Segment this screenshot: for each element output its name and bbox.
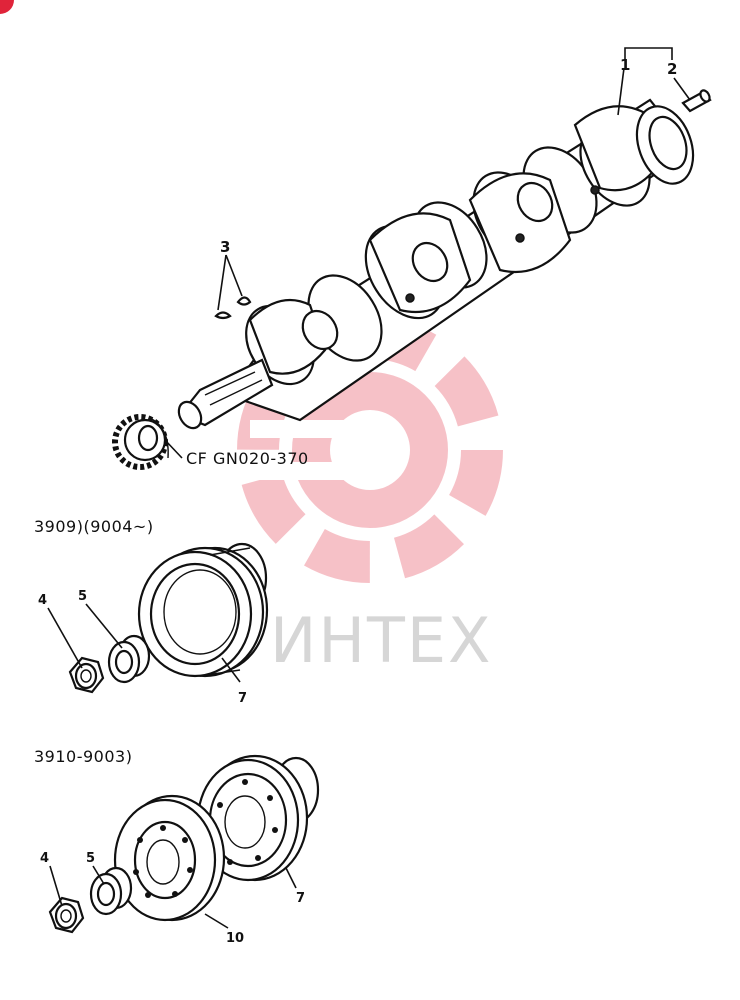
corner-mark <box>0 0 14 14</box>
leader-lines <box>47 47 691 929</box>
dowel-pin-part-2 <box>681 89 712 113</box>
label-part-4-lower: 4 <box>40 851 49 866</box>
lower-bushing-part-5 <box>89 866 133 916</box>
woodruff-keys-part-3 <box>214 296 252 320</box>
crankshaft-part-1 <box>177 98 695 430</box>
upper-nut-part-4 <box>68 656 105 694</box>
crankshaft-gear <box>112 414 169 470</box>
watermark-text: ИНТЕХ <box>270 604 493 677</box>
label-part-1: 1 <box>620 56 630 74</box>
gear-reference-label: CF GN020-370 <box>186 449 309 468</box>
upper-bushing-part-5 <box>107 634 151 684</box>
lower-section-caption: 3910-9003) <box>34 747 132 766</box>
label-part-7-upper: 7 <box>238 691 247 706</box>
upper-pulley-part-7 <box>137 542 269 678</box>
label-part-5-upper: 5 <box>78 589 87 604</box>
damper-part-10 <box>113 794 226 922</box>
upper-section-caption: 3909)(9004~) <box>34 517 154 536</box>
label-part-10: 10 <box>226 931 244 946</box>
watermark-gear-logo <box>237 317 503 583</box>
label-part-7-lower: 7 <box>296 891 305 906</box>
label-part-3: 3 <box>220 238 230 256</box>
label-part-5-lower: 5 <box>86 851 95 866</box>
label-part-4-upper: 4 <box>38 593 47 608</box>
label-part-2: 2 <box>667 60 677 78</box>
lower-nut-part-4 <box>48 896 85 934</box>
